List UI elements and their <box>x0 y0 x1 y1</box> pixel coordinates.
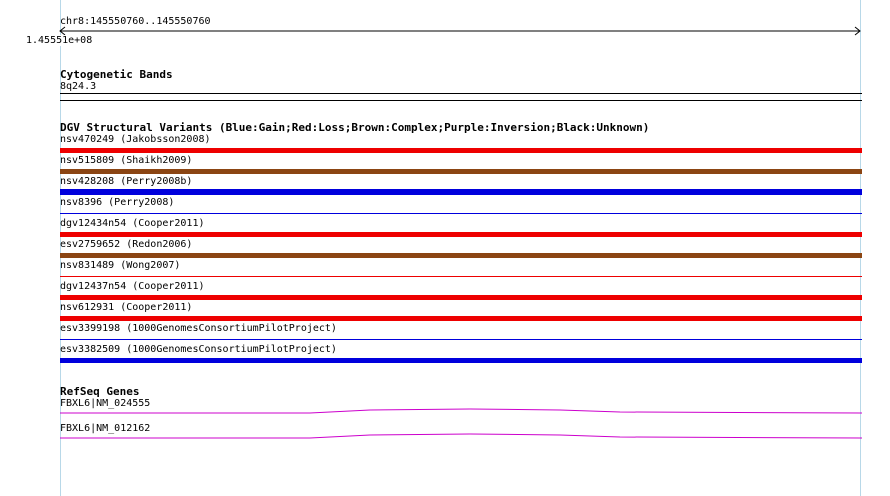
dgv-feature-bar[interactable] <box>60 276 862 277</box>
refseq-gene-label[interactable]: FBXL6|NM_012162 <box>60 423 151 434</box>
dgv-feature-bar[interactable] <box>60 213 862 214</box>
dgv-feature-bar[interactable] <box>60 189 862 195</box>
dgv-feature-label[interactable]: nsv515809 (Shaikh2009) <box>60 155 193 166</box>
dgv-track-title: DGV Structural Variants (Blue:Gain;Red:L… <box>60 121 650 134</box>
dgv-feature-bar[interactable] <box>60 316 862 321</box>
dgv-feature-label[interactable]: nsv612931 (Cooper2011) <box>60 302 193 313</box>
dgv-feature-bar[interactable] <box>60 339 862 340</box>
dgv-feature-bar[interactable] <box>60 148 862 153</box>
dgv-feature-label[interactable]: esv3399198 (1000GenomesConsortiumPilotPr… <box>60 323 337 334</box>
cytoband-bar-top <box>60 93 862 94</box>
dgv-feature-bar[interactable] <box>60 295 862 300</box>
ruler-coordinates: chr8:145550760..145550760 <box>60 16 211 27</box>
cytoband-label: 8q24.3 <box>60 81 97 92</box>
dgv-feature-label[interactable]: nsv831489 (Wong2007) <box>60 260 181 271</box>
dgv-feature-bar[interactable] <box>60 232 862 237</box>
ruler-arrow <box>59 26 861 36</box>
dgv-feature-bar[interactable] <box>60 253 862 258</box>
refseq-gene-label[interactable]: FBXL6|NM_024555 <box>60 398 151 409</box>
right-guide-line <box>860 0 861 496</box>
cytoband-bar-bottom <box>60 100 862 101</box>
dgv-feature-label[interactable]: esv2759652 (Redon2006) <box>60 239 193 250</box>
refseq-track-title: RefSeq Genes <box>60 385 140 398</box>
dgv-feature-bar[interactable] <box>60 169 862 174</box>
dgv-feature-bar[interactable] <box>60 358 862 363</box>
left-guide-line <box>60 0 61 496</box>
dgv-feature-label[interactable]: nsv470249 (Jakobsson2008) <box>60 134 211 145</box>
dgv-feature-label[interactable]: dgv12437n54 (Cooper2011) <box>60 281 205 292</box>
dgv-feature-label[interactable]: nsv428208 (Perry2008b) <box>60 176 193 187</box>
refseq-gene-model[interactable] <box>60 433 864 441</box>
dgv-feature-label[interactable]: nsv8396 (Perry2008) <box>60 197 175 208</box>
dgv-feature-label[interactable]: esv3382509 (1000GenomesConsortiumPilotPr… <box>60 344 337 355</box>
refseq-gene-model[interactable] <box>60 408 864 416</box>
ruler-tick-label: 1.45551e+08 <box>26 35 93 46</box>
cytoband-track-title: Cytogenetic Bands <box>60 68 173 81</box>
dgv-feature-label[interactable]: dgv12434n54 (Cooper2011) <box>60 218 205 229</box>
